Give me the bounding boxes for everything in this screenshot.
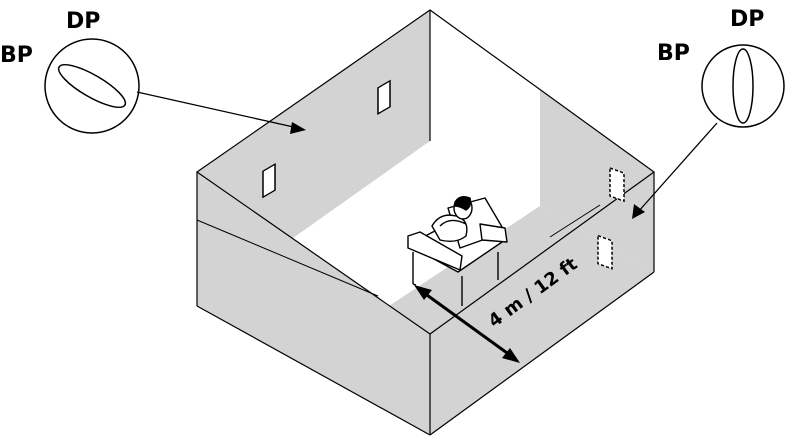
speaker-right-1 (609, 166, 625, 203)
speaker-left-1 (377, 79, 391, 115)
left-callout-arrowhead (290, 122, 306, 134)
speaker-left-2 (262, 163, 276, 199)
right-callout-arrowhead (632, 204, 645, 219)
right-wall-shade (540, 90, 654, 272)
left-bp-label: BP (0, 43, 33, 68)
distance-arrow (414, 285, 520, 363)
room-edges (195, 9, 656, 436)
left-polar-pattern (44, 38, 306, 134)
person-in-armchair-icon (407, 195, 508, 306)
right-dp-label: DP (730, 7, 764, 32)
right-polar-pattern (632, 44, 785, 219)
left-dp-label: DP (66, 9, 100, 34)
bipolar-polar-pattern-icon (57, 63, 127, 109)
floor-strip (312, 206, 654, 435)
floor-lines (196, 204, 601, 297)
dipolar-polar-pattern-icon (732, 48, 754, 124)
right-callout-line (637, 122, 718, 213)
right-bp-label: BP (657, 41, 690, 66)
left-callout-line (136, 91, 299, 129)
speaker-right-2 (597, 234, 613, 270)
